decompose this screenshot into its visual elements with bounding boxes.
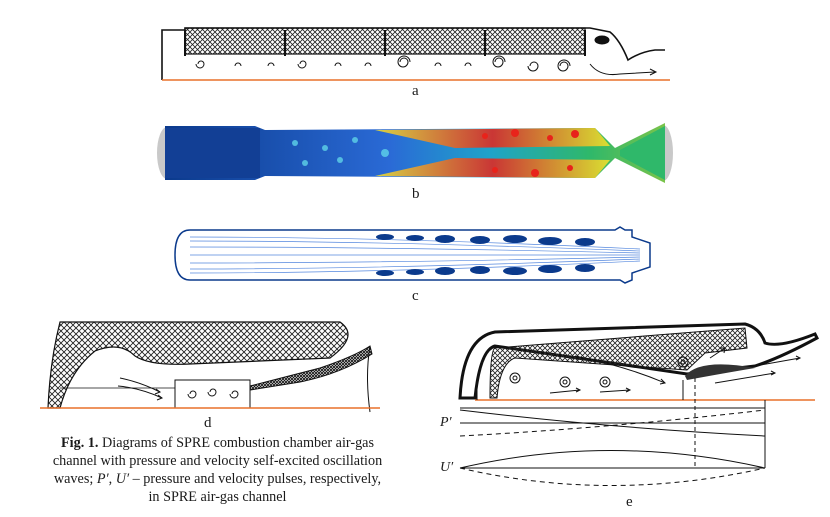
label-e: e <box>626 494 633 510</box>
label-c: c <box>412 288 419 304</box>
caption-line1: Diagrams of SPRE combustion chamber air-… <box>102 435 374 451</box>
caption-bold: Fig. 1. <box>61 435 99 451</box>
diagram-d <box>40 316 380 414</box>
diagram-e <box>455 318 825 486</box>
caption-u: U′ <box>115 471 130 487</box>
caption-line3a: waves; <box>53 471 94 487</box>
cfd-field-b <box>155 118 675 188</box>
figure-caption: Fig. 1. Diagrams of SPRE combustion cham… <box>20 434 415 506</box>
diagram-a <box>150 22 670 84</box>
caption-p: P′ <box>96 471 109 487</box>
label-d: d <box>204 415 212 431</box>
caption-sep: , <box>108 471 113 487</box>
caption-line3b: – pressure and velocity pulses, respecti… <box>132 471 382 487</box>
caption-line4: in SPRE air-gas channel <box>148 489 287 505</box>
flow-field-c <box>170 225 660 290</box>
p-prime-label: P′ <box>440 415 452 430</box>
label-b: b <box>412 186 420 202</box>
caption-line2: channel with pressure and velocity self-… <box>52 453 383 469</box>
u-prime-label: U′ <box>440 460 454 475</box>
label-a: a <box>412 83 419 99</box>
